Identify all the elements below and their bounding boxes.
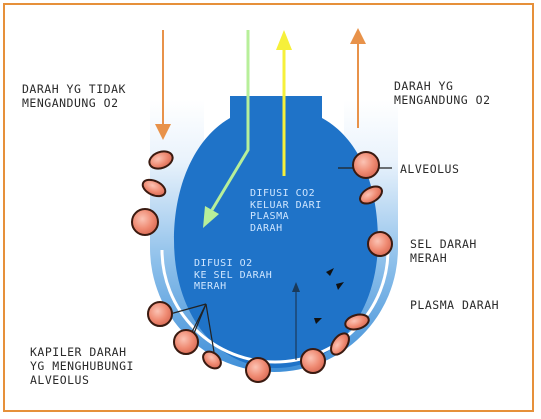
red-blood-cell-label: SEL DARAH MERAH [410,237,477,265]
red-blood-cell [352,151,380,179]
red-blood-cell [173,329,199,355]
co2-diffusion-label: DIFUSI CO2 KELUAR DARI PLASMA DARAH [250,188,322,234]
red-blood-cell [367,231,393,257]
red-blood-cell [147,301,173,327]
red-blood-cell [330,332,350,356]
red-blood-cell [131,208,159,236]
deoxygenated-blood-label: DARAH YG TIDAK MENGANDUNG O2 [22,82,126,110]
o2-diffusion-arrow [210,30,250,211]
alveolus-body [174,96,378,368]
o2-diffusion-label: DIFUSI O2 KE SEL DARAH MERAH [194,258,273,292]
capillary-leader-2 [169,303,207,315]
red-blood-cell [141,178,167,198]
capillary-label: KAPILER DARAH YG MENGHUBUNGI ALVEOLUS [30,345,134,387]
red-blood-cell [245,357,271,383]
blood-plasma-label: PLASMA DARAH [410,298,500,312]
red-blood-cell [359,185,383,205]
red-blood-cell [148,150,174,170]
capillary-leader-4 [205,303,215,353]
co2-diffusion-arrowhead [276,30,292,50]
red-blood-cell [344,313,370,331]
alveolus-label: ALVEOLUS [400,162,460,176]
o2-diffusion-arrowhead [203,206,219,228]
alveolus-membrane [160,249,390,364]
red-blood-cell [202,350,222,370]
capillary-leader-3 [189,303,207,337]
oxygenated-blood-label: DARAH YG MENGANDUNG O2 [394,79,491,107]
red-blood-cells [131,150,393,383]
red-blood-cell [300,348,326,374]
